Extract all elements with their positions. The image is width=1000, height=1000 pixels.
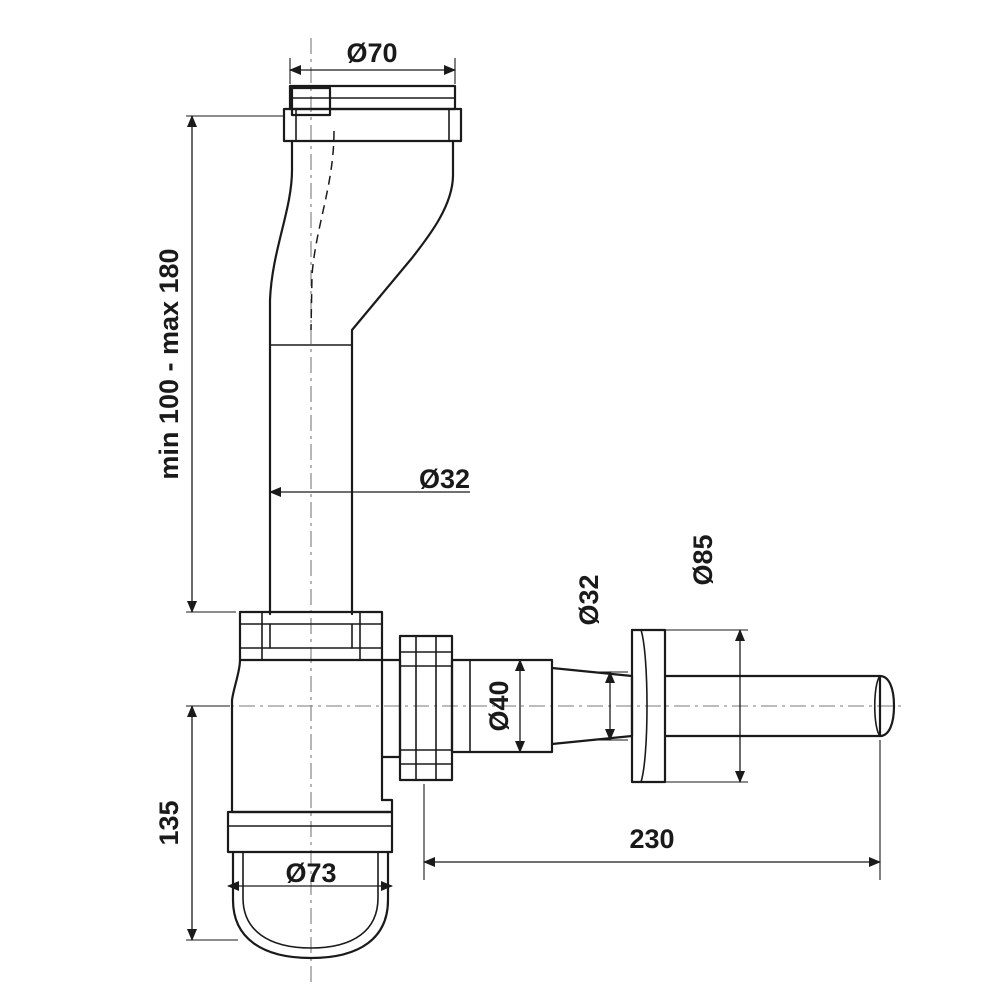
outlet-assembly <box>380 628 896 784</box>
dimension-bottle-height: 135 <box>154 705 238 941</box>
dimension-label-bottle-diameter: Ø73 <box>285 858 336 888</box>
inlet-cup <box>282 84 463 143</box>
dimension-inlet-diameter: Ø70 <box>289 38 456 84</box>
dimension-label-outlet-length: 230 <box>629 824 674 854</box>
dimension-flange-diameter: Ø85 <box>660 534 748 783</box>
dimension-label-outlet-nut-diameter: Ø40 <box>484 680 514 731</box>
internal-hidden-lines <box>310 130 335 331</box>
dimension-label-inlet-pipe-diameter: Ø32 <box>419 464 470 494</box>
dimension-inlet-pipe-diameter: Ø32 <box>269 464 470 497</box>
dimension-label-bottle-height: 135 <box>154 800 184 845</box>
top-compression-nut <box>238 610 384 662</box>
dimension-label-outlet-pipe-diameter: Ø32 <box>574 574 604 625</box>
dimension-outlet-length: 230 <box>423 740 881 880</box>
dimension-outlet-nut-diameter: Ø40 <box>484 659 525 753</box>
dimension-label-inlet-diameter: Ø70 <box>346 38 397 68</box>
offset-pipe-body <box>268 139 455 347</box>
vertical-inlet-pipe <box>268 343 354 616</box>
dimension-bottle-diameter: Ø73 <box>227 858 393 891</box>
dimension-label-height-range: min 100 - max 180 <box>154 248 184 479</box>
product-outline <box>226 84 896 960</box>
bottle-body <box>226 658 394 960</box>
dimension-height-range: min 100 - max 180 <box>154 115 284 613</box>
dimension-outlet-pipe-diameter: Ø32 <box>574 574 628 741</box>
center-lines <box>210 38 905 985</box>
dimension-label-flange-diameter: Ø85 <box>688 534 718 585</box>
